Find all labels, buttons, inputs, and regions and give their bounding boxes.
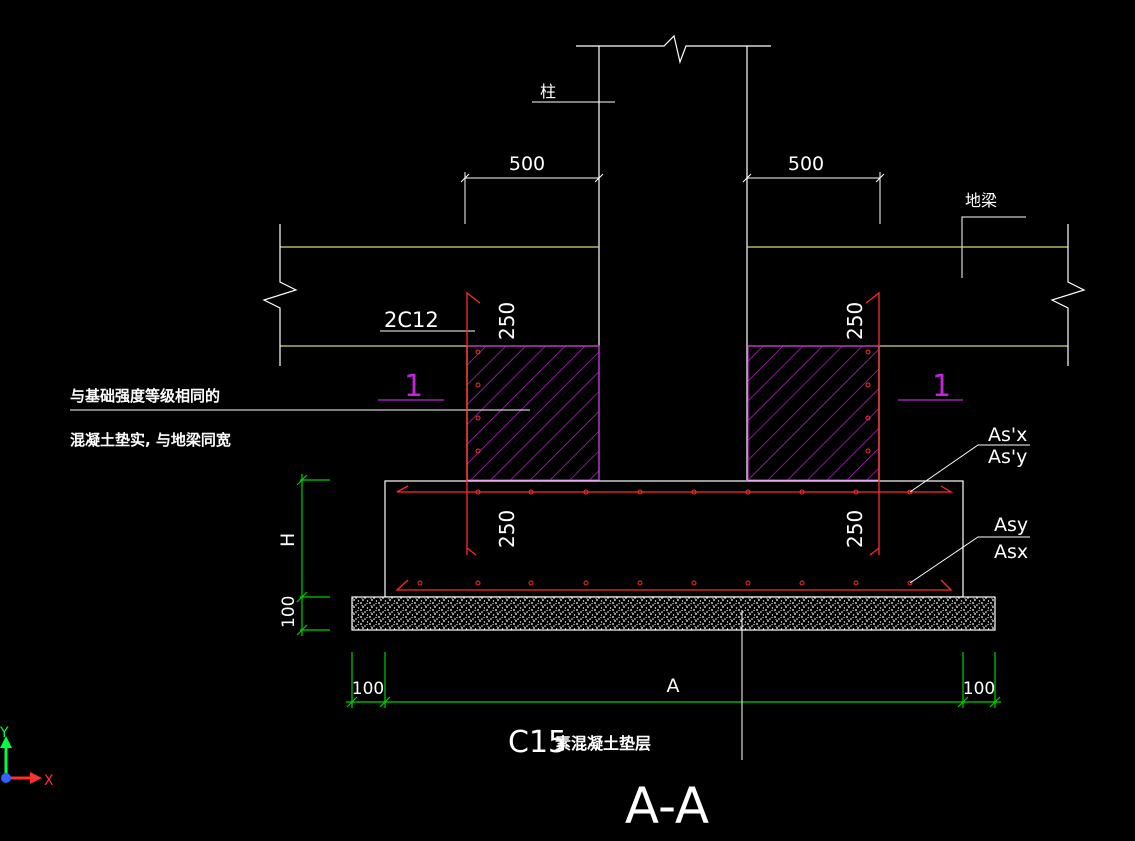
dim-anchor-right-lower: 250: [843, 510, 867, 548]
ucs-y-label: Y: [0, 725, 9, 741]
ground-beam: [262, 224, 1086, 366]
rebar-2c12-label: 2C12: [380, 308, 475, 332]
footing-rebar: [395, 349, 954, 591]
column-dowels: [466, 291, 880, 556]
dim-height-h: H: [277, 533, 299, 547]
fill-note-line1: 与基础强度等级相同的: [70, 387, 220, 405]
height-dimension: [296, 474, 330, 636]
rebar-leaders: [909, 444, 1030, 584]
offset-dimension-left: [460, 172, 604, 224]
anchor-dimensions: 250 250 250 250: [495, 302, 867, 548]
fill-note: 与基础强度等级相同的 混凝土垫实, 与地梁同宽: [70, 387, 530, 449]
width-dimension: [346, 652, 1001, 708]
break-line-left: [262, 224, 298, 366]
rebar-bottom-x: Asx: [994, 541, 1028, 563]
dim-anchor-right-upper: 250: [843, 302, 867, 340]
section-mark-right: 1: [898, 369, 963, 404]
rebar-bottom-y: Asy: [994, 514, 1028, 536]
dim-right-500: 500: [788, 153, 824, 175]
rebar-top-x: As'x: [988, 424, 1027, 446]
column-label: 柱: [532, 82, 615, 103]
cushion-name: 素混凝土垫层: [555, 734, 651, 753]
dim-anchor-left-upper: 250: [495, 302, 519, 340]
rebar-callouts: As'x As'y Asy Asx: [988, 424, 1028, 563]
ucs-x-label: X: [44, 773, 54, 789]
dim-overhang-right: 100: [963, 679, 995, 699]
dim-width-a: A: [667, 675, 680, 697]
rebar-text: 2C12: [384, 308, 439, 332]
offset-dimension-right: [742, 172, 885, 224]
footing: [384, 480, 964, 598]
rebar-dots-vertical-left: [475, 349, 481, 454]
column: [576, 34, 771, 480]
cushion-grade: C15: [508, 725, 567, 760]
column-text: 柱: [540, 82, 556, 101]
dim-left-500: 500: [509, 153, 545, 175]
ground-beam-label: 地梁: [961, 191, 1026, 278]
dim-overhang-left: 100: [352, 679, 384, 699]
dim-anchor-left-lower: 250: [495, 510, 519, 548]
rebar-dots-bottom: [417, 580, 913, 586]
rebar-dots-vertical-right: [865, 349, 871, 454]
section-mark-left: 1: [378, 369, 444, 404]
svg-text:1: 1: [932, 369, 951, 404]
cushion-leader: C15 素混凝土垫层: [508, 610, 743, 760]
width-dimension-text: 100 A 100: [352, 675, 995, 699]
rebar-dots-top: [475, 489, 913, 495]
break-line-right: [1050, 224, 1086, 366]
section-title: A-A: [625, 777, 709, 835]
fill-note-line2: 混凝土垫实, 与地梁同宽: [70, 431, 231, 449]
cushion-layer: [351, 596, 996, 631]
ucs-icon: Y X: [0, 725, 54, 789]
ground-beam-text: 地梁: [965, 191, 997, 210]
rebar-top-y: As'y: [988, 446, 1027, 468]
fill-block-left: [466, 345, 600, 481]
svg-text:1: 1: [404, 369, 423, 404]
fill-block-right: [747, 345, 880, 481]
dim-cushion-100: 100: [279, 596, 299, 628]
